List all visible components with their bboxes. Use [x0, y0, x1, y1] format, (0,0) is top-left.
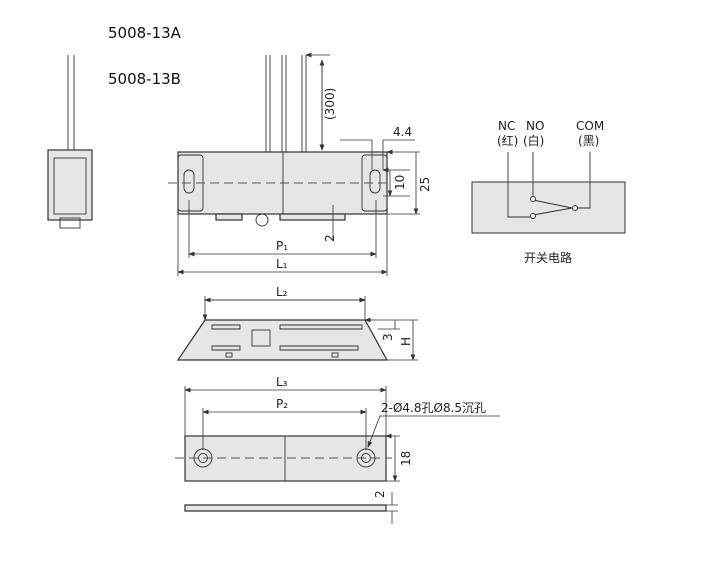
no-label: NO [526, 119, 544, 133]
l2-label: L₂ [276, 285, 288, 299]
slot-label: 10 [393, 175, 407, 190]
front-view [168, 55, 420, 276]
step-label: 3 [381, 333, 395, 341]
width-label: 25 [418, 177, 432, 192]
width2-label: 18 [399, 451, 413, 466]
nc-color-label: (红) [497, 133, 518, 148]
side-view [47, 55, 93, 229]
com-label: COM [576, 119, 604, 133]
p2-label: P₂ [276, 397, 288, 411]
magnet-top-view [175, 386, 500, 524]
l3-label: L₃ [276, 375, 288, 389]
circuit-caption: 开关电路 [524, 250, 572, 265]
hole-spec-label: 2-Ø4.8孔Ø8.5沉孔 [381, 401, 486, 415]
magnet-side-view [176, 296, 418, 360]
thickness-label: 2 [373, 490, 387, 498]
lead-length-label: (300) [323, 88, 337, 120]
switch-circuit [471, 152, 626, 234]
model-label-b: 5008-13B [108, 70, 181, 88]
offset-label: 2 [323, 234, 337, 242]
model-label-a: 5008-13A [108, 24, 182, 42]
nc-label: NC [498, 119, 515, 133]
no-color-label: (白) [523, 133, 544, 148]
gap-label: 4.4 [393, 125, 412, 139]
h-label: H [399, 337, 413, 346]
p1-label: P₁ [276, 239, 288, 253]
l1-label: L₁ [276, 257, 288, 271]
com-color-label: (黑) [578, 134, 599, 148]
